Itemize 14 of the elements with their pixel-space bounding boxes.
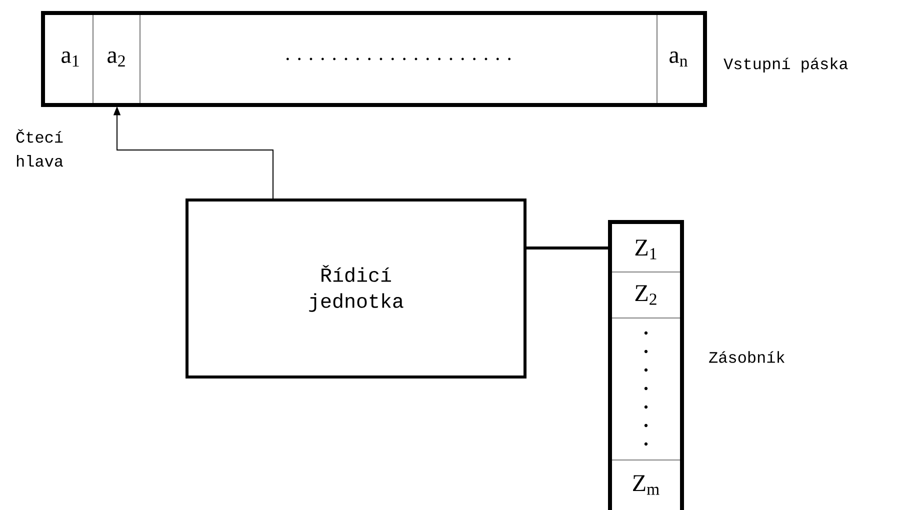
connector (526, 246, 610, 250)
cell: . . . . . . . . . . . . . . . . . . . . (286, 58, 511, 60)
cell: Z$_{2}$ (635, 285, 656, 305)
cell: Z$_{1}$ (635, 240, 656, 260)
cell: a$_{2}$ (108, 52, 125, 66)
stack-box (608, 220, 684, 510)
cell: Z$_{m}$ (633, 475, 660, 495)
side-label: Vstupní páska (724, 58, 848, 72)
cell: a$_{n}$ (670, 52, 688, 66)
tape-box (41, 11, 707, 107)
side-label: Zásobník (709, 351, 785, 363)
process-box: Řídicí jednotka (186, 198, 526, 378)
cell: a$_{1}$ (62, 52, 79, 66)
edge-label: Čtecí hlava (16, 129, 63, 167)
